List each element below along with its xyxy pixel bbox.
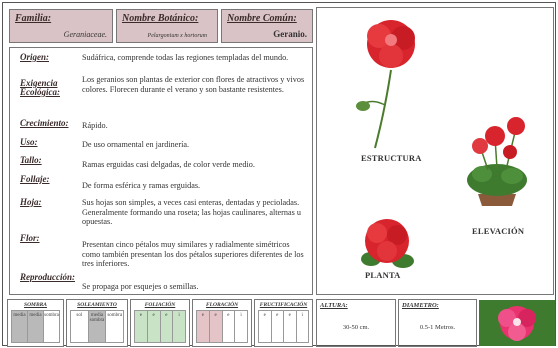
floracion-title: FLORACIÓN — [205, 302, 239, 308]
familia-value: Geraniaceae. — [63, 30, 107, 39]
fructificacion-cell: e — [284, 311, 297, 342]
field-value: Rápido. — [82, 121, 108, 130]
flower-photo — [479, 300, 555, 346]
field-label: Follaje: — [20, 174, 50, 184]
soleamiento-cell: sol — [71, 311, 89, 342]
fructificacion-title: FRUCTIFICACIÓN — [259, 302, 308, 308]
floracion-cell: e — [223, 311, 236, 342]
floracion-cell: e — [209, 311, 223, 342]
field-value: Sus hojas son simples, a veces casi ente… — [82, 198, 301, 227]
plan-image — [361, 219, 414, 268]
foliacion-cell: e — [135, 311, 148, 342]
botanico-value: Pelargonium x hortorum — [147, 33, 207, 39]
field-label: Uso: — [20, 137, 38, 147]
floracion-cell: e — [197, 311, 210, 342]
fructificacion-cell: i — [301, 313, 303, 318]
fructificacion-box: FRUCTIFICACIÓN e e e i — [254, 299, 313, 347]
diametro-box: DIAMETRO: 0.5-1 Metros. — [398, 299, 477, 347]
foliacion-cell: e — [160, 311, 174, 342]
comun-label: Nombre Común: — [227, 13, 297, 24]
caption-elevacion: ELEVACIÓN — [472, 226, 525, 236]
field-label: Hoja: — [20, 197, 42, 207]
botanico-label: Nombre Botánico: — [122, 13, 199, 24]
floracion-cell: i — [240, 313, 242, 318]
comun-value: Geranio. — [273, 29, 307, 39]
diametro-label: DIAMETRO: — [402, 302, 439, 309]
sombra-cell: media — [28, 311, 44, 342]
description-box: Origen: Sudáfrica, comprende todas las r… — [9, 47, 313, 295]
altura-label: ALTURA: — [320, 302, 348, 309]
field-label: Crecimiento: — [20, 118, 69, 128]
foliacion-cell: e — [147, 311, 161, 342]
diametro-value: 0.5-1 Metros. — [419, 324, 456, 331]
familia-label: Familia: — [15, 13, 52, 24]
botanico-cell: Nombre Botánico: Pelargonium x hortorum — [116, 9, 218, 43]
soleamiento-box: SOLEAMIENTO sol media sombra sombra — [66, 299, 128, 347]
foliacion-cell: i — [173, 311, 185, 342]
field-value: De forma esférica y ramas erguidas. — [82, 181, 201, 190]
fructificacion-cell: e — [259, 311, 272, 342]
sombra-box: SOMBRA media media sombra — [7, 299, 64, 347]
altura-box: ALTURA: 30-50 cm. — [316, 299, 396, 347]
floracion-box: FLORACIÓN e e e i — [192, 299, 252, 347]
field-label: Exigencia Ecológica: — [20, 78, 60, 97]
sombra-cell: media — [12, 311, 28, 342]
caption-planta: PLANTA — [365, 270, 401, 280]
field-value: Sudáfrica, comprende todas las regiones … — [82, 53, 289, 62]
field-label: Tallo: — [20, 155, 42, 165]
fructificacion-cell: e — [272, 311, 284, 342]
foliacion-title: FOLIACIÓN — [144, 302, 176, 308]
soleamiento-title: SOLEAMIENTO — [77, 302, 117, 308]
altura-value: 30-50 cm. — [342, 324, 370, 331]
soleamiento-cell: sombra — [107, 313, 123, 318]
familia-cell: Familia: Geraniaceae. — [9, 9, 113, 43]
structure-image — [356, 20, 415, 149]
field-value: Se propaga por esquejes o semillas. — [82, 282, 199, 291]
foliacion-box: FOLIACIÓN e e e i — [130, 299, 190, 347]
sombra-cell: sombra — [44, 313, 59, 318]
field-value: Presentan cinco pétalos muy similares y … — [82, 240, 304, 269]
field-value: Los geranios son plantas de exterior con… — [82, 75, 305, 94]
field-value: De uso ornamental en jardinería. — [82, 140, 190, 149]
caption-estructura: ESTRUCTURA — [361, 153, 422, 163]
field-value: Ramas erguidas casi delgadas, de color v… — [82, 160, 255, 169]
field-label: Reproducción: — [20, 272, 75, 282]
field-label: Flor: — [20, 233, 40, 243]
soleamiento-cell: media sombra — [88, 311, 107, 342]
elevation-image — [467, 117, 527, 206]
sombra-title: SOMBRA — [24, 302, 47, 308]
images-panel: ESTRUCTURA ELEVACIÓN PLANTA — [316, 7, 554, 295]
comun-cell: Nombre Común: Geranio. — [221, 9, 313, 43]
field-label: Origen: — [20, 52, 49, 62]
